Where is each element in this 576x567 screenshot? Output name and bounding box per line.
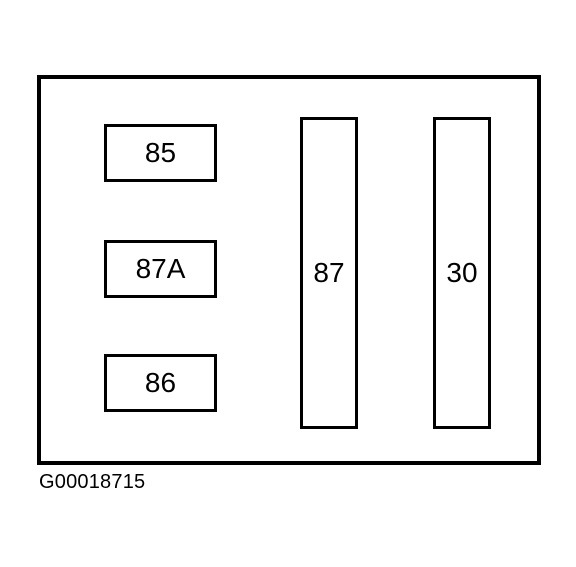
figure-id-caption: G00018715 <box>39 471 146 493</box>
terminal-86: 86 <box>104 354 217 412</box>
relay-terminal-frame: 85 87A 86 87 30 <box>37 75 541 465</box>
terminal-87a: 87A <box>104 240 217 298</box>
terminal-30-label: 30 <box>446 257 478 288</box>
terminal-85: 85 <box>104 124 217 182</box>
terminal-85-label: 85 <box>144 137 177 168</box>
terminal-87a-label: 87A <box>135 253 186 284</box>
terminal-87: 87 <box>300 117 358 429</box>
terminal-30: 30 <box>433 117 491 429</box>
terminal-86-label: 86 <box>144 367 177 398</box>
terminal-87-label: 87 <box>313 257 345 288</box>
